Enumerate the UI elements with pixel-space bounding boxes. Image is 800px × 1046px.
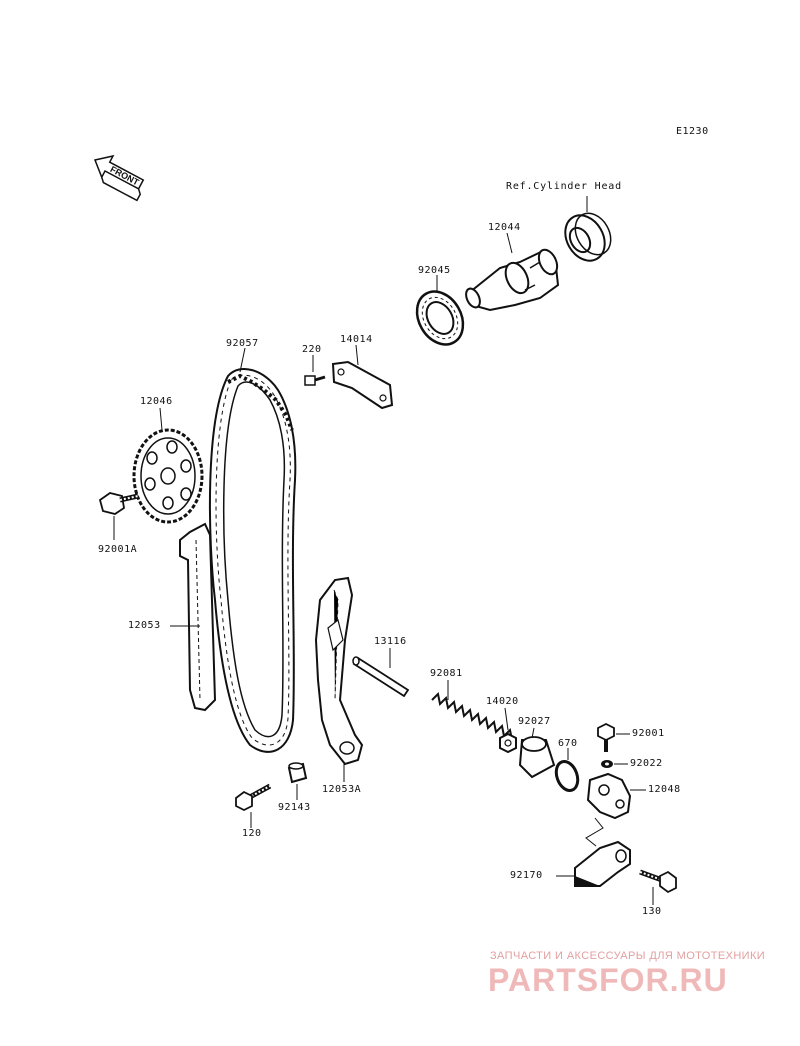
part-label-12044[interactable]: 12044 [488, 222, 521, 233]
bolt-92001-icon [597, 722, 615, 752]
watermark-logo: PARTSFOR.RU [488, 962, 728, 998]
part-label-14020[interactable]: 14020 [486, 696, 519, 707]
part-label-92001a[interactable]: 92001A [98, 544, 138, 555]
part-label-12048[interactable]: 12048 [648, 784, 681, 795]
bearing-right-icon [564, 212, 612, 262]
camshaft-icon [465, 248, 560, 312]
sprocket-icon [132, 428, 204, 524]
part-label-92057[interactable]: 92057 [226, 338, 259, 349]
nut-14020-icon [499, 732, 517, 754]
part-label-120[interactable]: 120 [242, 828, 262, 839]
spring-icon [431, 691, 513, 741]
part-label-12053[interactable]: 12053 [128, 620, 161, 631]
part-label-220[interactable]: 220 [302, 344, 322, 355]
ref-cylinder-head-label: Ref.Cylinder Head [506, 181, 622, 192]
part-label-13116[interactable]: 13116 [374, 636, 407, 647]
diagram-code: E1230 [676, 126, 709, 137]
gasket-icon [574, 840, 631, 887]
part-label-12046[interactable]: 12046 [140, 396, 173, 407]
plate-14014-icon [331, 360, 394, 410]
part-label-14014[interactable]: 14014 [340, 334, 373, 345]
o-ring-icon [554, 759, 580, 793]
bolt-92001a-icon [98, 492, 139, 515]
bolt-220-icon [304, 375, 326, 386]
part-label-92170[interactable]: 92170 [510, 870, 543, 881]
bearing-left-icon [415, 290, 465, 346]
front-arrow-icon: FRONT [93, 154, 145, 202]
part-label-92143[interactable]: 92143 [278, 802, 311, 813]
part-label-12053a[interactable]: 12053A [322, 784, 362, 795]
part-label-92022[interactable]: 92022 [630, 758, 663, 769]
part-label-92001[interactable]: 92001 [632, 728, 665, 739]
sleeve-icon [518, 736, 556, 779]
pin-13116-icon [352, 656, 410, 698]
tensioner-guide-icon [314, 576, 364, 766]
part-label-92045[interactable]: 92045 [418, 265, 451, 276]
chain-guide-icon [179, 522, 217, 712]
watermark-tagline: ЗАПЧАСТИ И АКСЕССУАРЫ ДЛЯ МОТОТЕХНИКИ [490, 950, 766, 962]
bolt-130-icon [639, 869, 677, 894]
part-label-92081[interactable]: 92081 [430, 668, 463, 679]
part-label-130[interactable]: 130 [642, 906, 662, 917]
collar-icon [287, 762, 308, 784]
tensioner-body-icon [586, 772, 632, 820]
washer-icon [601, 760, 613, 768]
part-label-92027[interactable]: 92027 [518, 716, 551, 727]
bolt-120-icon [235, 783, 272, 812]
part-label-670[interactable]: 670 [558, 738, 578, 749]
cam-chain-icon [208, 367, 297, 753]
